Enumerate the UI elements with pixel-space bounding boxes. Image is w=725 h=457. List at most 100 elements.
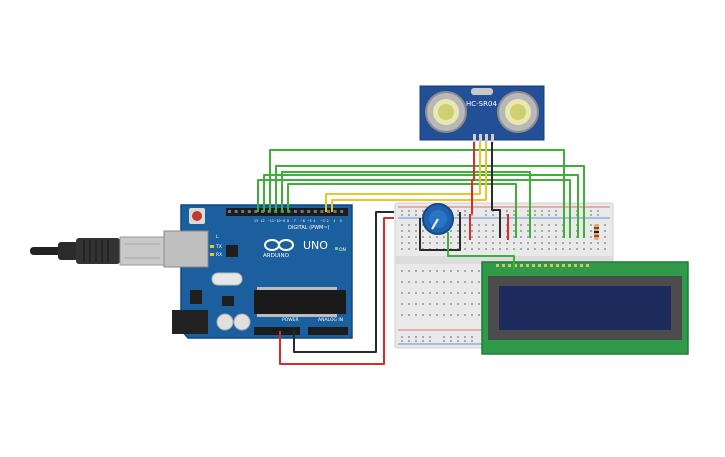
rail-hole bbox=[443, 340, 445, 342]
digital-pin-hole[interactable] bbox=[307, 210, 311, 213]
digital-pin-label: 12 bbox=[261, 219, 265, 223]
bb-hole bbox=[415, 248, 417, 250]
lcd-pin[interactable] bbox=[532, 264, 535, 267]
lcd-pin[interactable] bbox=[574, 264, 577, 267]
bb-hole bbox=[527, 224, 529, 226]
bb-hole bbox=[471, 292, 473, 294]
digital-pin-hole[interactable] bbox=[261, 210, 264, 213]
bb-hole bbox=[597, 248, 599, 250]
bb-hole bbox=[471, 242, 473, 244]
bb-hole bbox=[422, 224, 424, 226]
bb-hole bbox=[541, 236, 543, 238]
bb-hole bbox=[415, 303, 417, 305]
lcd-pin[interactable] bbox=[580, 264, 583, 267]
digital-pin-label: 13 bbox=[254, 219, 258, 223]
bb-hole bbox=[457, 281, 459, 283]
transducer-right bbox=[497, 91, 539, 133]
bb-hole bbox=[450, 281, 452, 283]
digital-pin-hole[interactable] bbox=[234, 210, 238, 213]
lcd-pin[interactable] bbox=[544, 264, 547, 267]
digital-pin-hole[interactable] bbox=[327, 210, 330, 213]
lcd-pin[interactable] bbox=[556, 264, 559, 267]
bb-hole bbox=[443, 314, 445, 316]
wire-red bbox=[279, 217, 394, 365]
rail-hole bbox=[401, 214, 403, 216]
bb-hole bbox=[443, 270, 445, 272]
lcd-pin[interactable] bbox=[526, 264, 529, 267]
rail-hole bbox=[548, 214, 550, 216]
digital-pin-hole[interactable] bbox=[313, 210, 317, 213]
bb-hole bbox=[401, 242, 403, 244]
digital-pin-hole[interactable] bbox=[333, 210, 337, 213]
lcd-pin[interactable] bbox=[496, 264, 499, 267]
lcd-16x2 bbox=[481, 261, 689, 355]
rail-hole bbox=[415, 214, 417, 216]
rail-hole bbox=[555, 210, 557, 212]
reset-button[interactable] bbox=[192, 211, 202, 221]
bb-hole bbox=[422, 303, 424, 305]
rail-hole bbox=[506, 210, 508, 212]
bb-hole bbox=[506, 242, 508, 244]
digital-pin-hole[interactable] bbox=[300, 210, 304, 213]
lcd-pin[interactable] bbox=[502, 264, 505, 267]
bb-hole bbox=[443, 236, 445, 238]
bb-hole bbox=[443, 292, 445, 294]
bb-hole bbox=[513, 248, 515, 250]
digital-pin-hole[interactable] bbox=[340, 210, 344, 213]
bb-hole bbox=[492, 224, 494, 226]
lcd-pin[interactable] bbox=[520, 264, 523, 267]
digital-pin-label: 0 bbox=[340, 219, 342, 223]
lcd-pin[interactable] bbox=[586, 264, 589, 267]
bb-hole bbox=[478, 224, 480, 226]
bb-hole bbox=[415, 236, 417, 238]
bb-hole bbox=[513, 236, 515, 238]
bb-hole bbox=[555, 230, 557, 232]
bb-hole bbox=[464, 230, 466, 232]
bb-hole bbox=[541, 242, 543, 244]
bb-hole bbox=[464, 281, 466, 283]
sensor-pin[interactable] bbox=[473, 134, 476, 142]
bb-hole bbox=[471, 236, 473, 238]
lcd-pin[interactable] bbox=[538, 264, 541, 267]
rail-hole bbox=[429, 336, 431, 338]
digital-pin-hole[interactable] bbox=[320, 210, 324, 213]
bb-hole bbox=[443, 242, 445, 244]
bb-hole bbox=[485, 242, 487, 244]
digital-pin-label: 7 bbox=[294, 219, 296, 223]
bb-hole bbox=[520, 242, 522, 244]
bb-hole bbox=[576, 242, 578, 244]
bb-hole bbox=[408, 270, 410, 272]
digital-pin-hole[interactable] bbox=[294, 210, 297, 213]
bb-hole bbox=[408, 242, 410, 244]
digital-pin-hole[interactable] bbox=[247, 210, 251, 213]
potentiometer[interactable] bbox=[422, 203, 454, 235]
rail-hole bbox=[422, 210, 424, 212]
rail-hole bbox=[590, 210, 592, 212]
bb-hole bbox=[422, 314, 424, 316]
bb-hole bbox=[429, 270, 431, 272]
digital-pin-hole[interactable] bbox=[241, 210, 245, 213]
sensor-pin[interactable] bbox=[479, 134, 482, 142]
bb-hole bbox=[604, 224, 606, 226]
digital-pin-hole[interactable] bbox=[228, 210, 231, 213]
lcd-pin[interactable] bbox=[568, 264, 571, 267]
lcd-pin[interactable] bbox=[508, 264, 511, 267]
bb-hole bbox=[548, 224, 550, 226]
digital-pin-hole[interactable] bbox=[254, 210, 258, 213]
sensor-pin[interactable] bbox=[491, 134, 494, 142]
rail-hole bbox=[597, 214, 599, 216]
lcd-pin[interactable] bbox=[562, 264, 565, 267]
wire-green bbox=[263, 174, 579, 238]
lcd-pin[interactable] bbox=[550, 264, 553, 267]
rail-hole bbox=[485, 210, 487, 212]
lcd-pin[interactable] bbox=[514, 264, 517, 267]
rail-hole bbox=[422, 336, 424, 338]
sensor-pin[interactable] bbox=[485, 134, 488, 142]
bb-hole bbox=[457, 230, 459, 232]
rail-hole bbox=[401, 340, 403, 342]
bb-hole bbox=[415, 314, 417, 316]
bb-hole bbox=[604, 230, 606, 232]
usb-port bbox=[163, 230, 209, 268]
bb-hole bbox=[478, 292, 480, 294]
analog-label: ANALOG IN bbox=[318, 317, 343, 323]
